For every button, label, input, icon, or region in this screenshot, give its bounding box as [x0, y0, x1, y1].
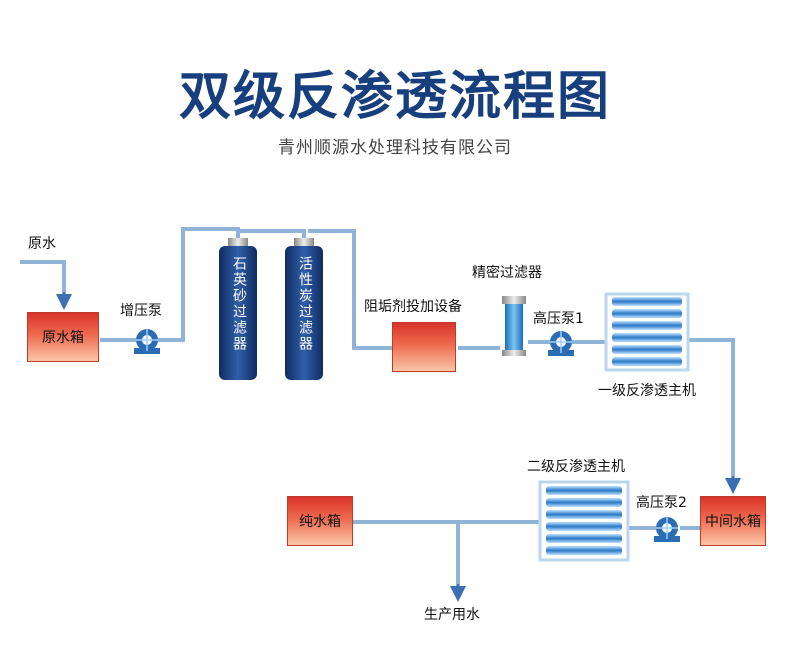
- precision-filter: [502, 296, 526, 356]
- raw-water-tank: 原水箱: [27, 312, 99, 362]
- raw-water-label: 原水: [28, 236, 56, 252]
- ro1-membrane-rack: [604, 292, 690, 372]
- quartz-filter-label: 石英砂过滤器: [231, 256, 247, 352]
- antiscalant-dosing-tank: [392, 322, 456, 372]
- pure-water-tank: 纯水箱: [287, 496, 353, 546]
- page-title: 双级反渗透流程图: [178, 67, 611, 127]
- booster-pump: [134, 329, 160, 354]
- ro1-label: 一级反渗透主机: [598, 383, 696, 399]
- carbon-filter-column: [285, 238, 323, 380]
- company-subtitle: 青州顺源水处理科技有限公司: [278, 138, 512, 158]
- carbon-filter-label: 活性炭过滤器: [297, 256, 313, 352]
- high-pressure-pump-1: [548, 331, 574, 356]
- ro2-label: 二级反渗透主机: [527, 459, 625, 475]
- booster-pump-label: 增压泵: [120, 303, 162, 319]
- high-pressure-pump-2: [654, 517, 680, 542]
- quartz-filter-column: [219, 238, 257, 380]
- flow-arrows: [56, 292, 741, 602]
- antiscalant-label: 阻垢剂投加设备: [364, 299, 462, 315]
- hp-pump1-label: 高压泵1: [533, 311, 584, 327]
- intermediate-water-tank: 中间水箱: [700, 496, 766, 546]
- production-water-label: 生产用水: [424, 607, 480, 623]
- precision-filter-label: 精密过滤器: [472, 265, 542, 281]
- pipes: [20, 227, 735, 590]
- ro2-membrane-rack: [538, 480, 630, 562]
- hp-pump2-label: 高压泵2: [636, 495, 687, 511]
